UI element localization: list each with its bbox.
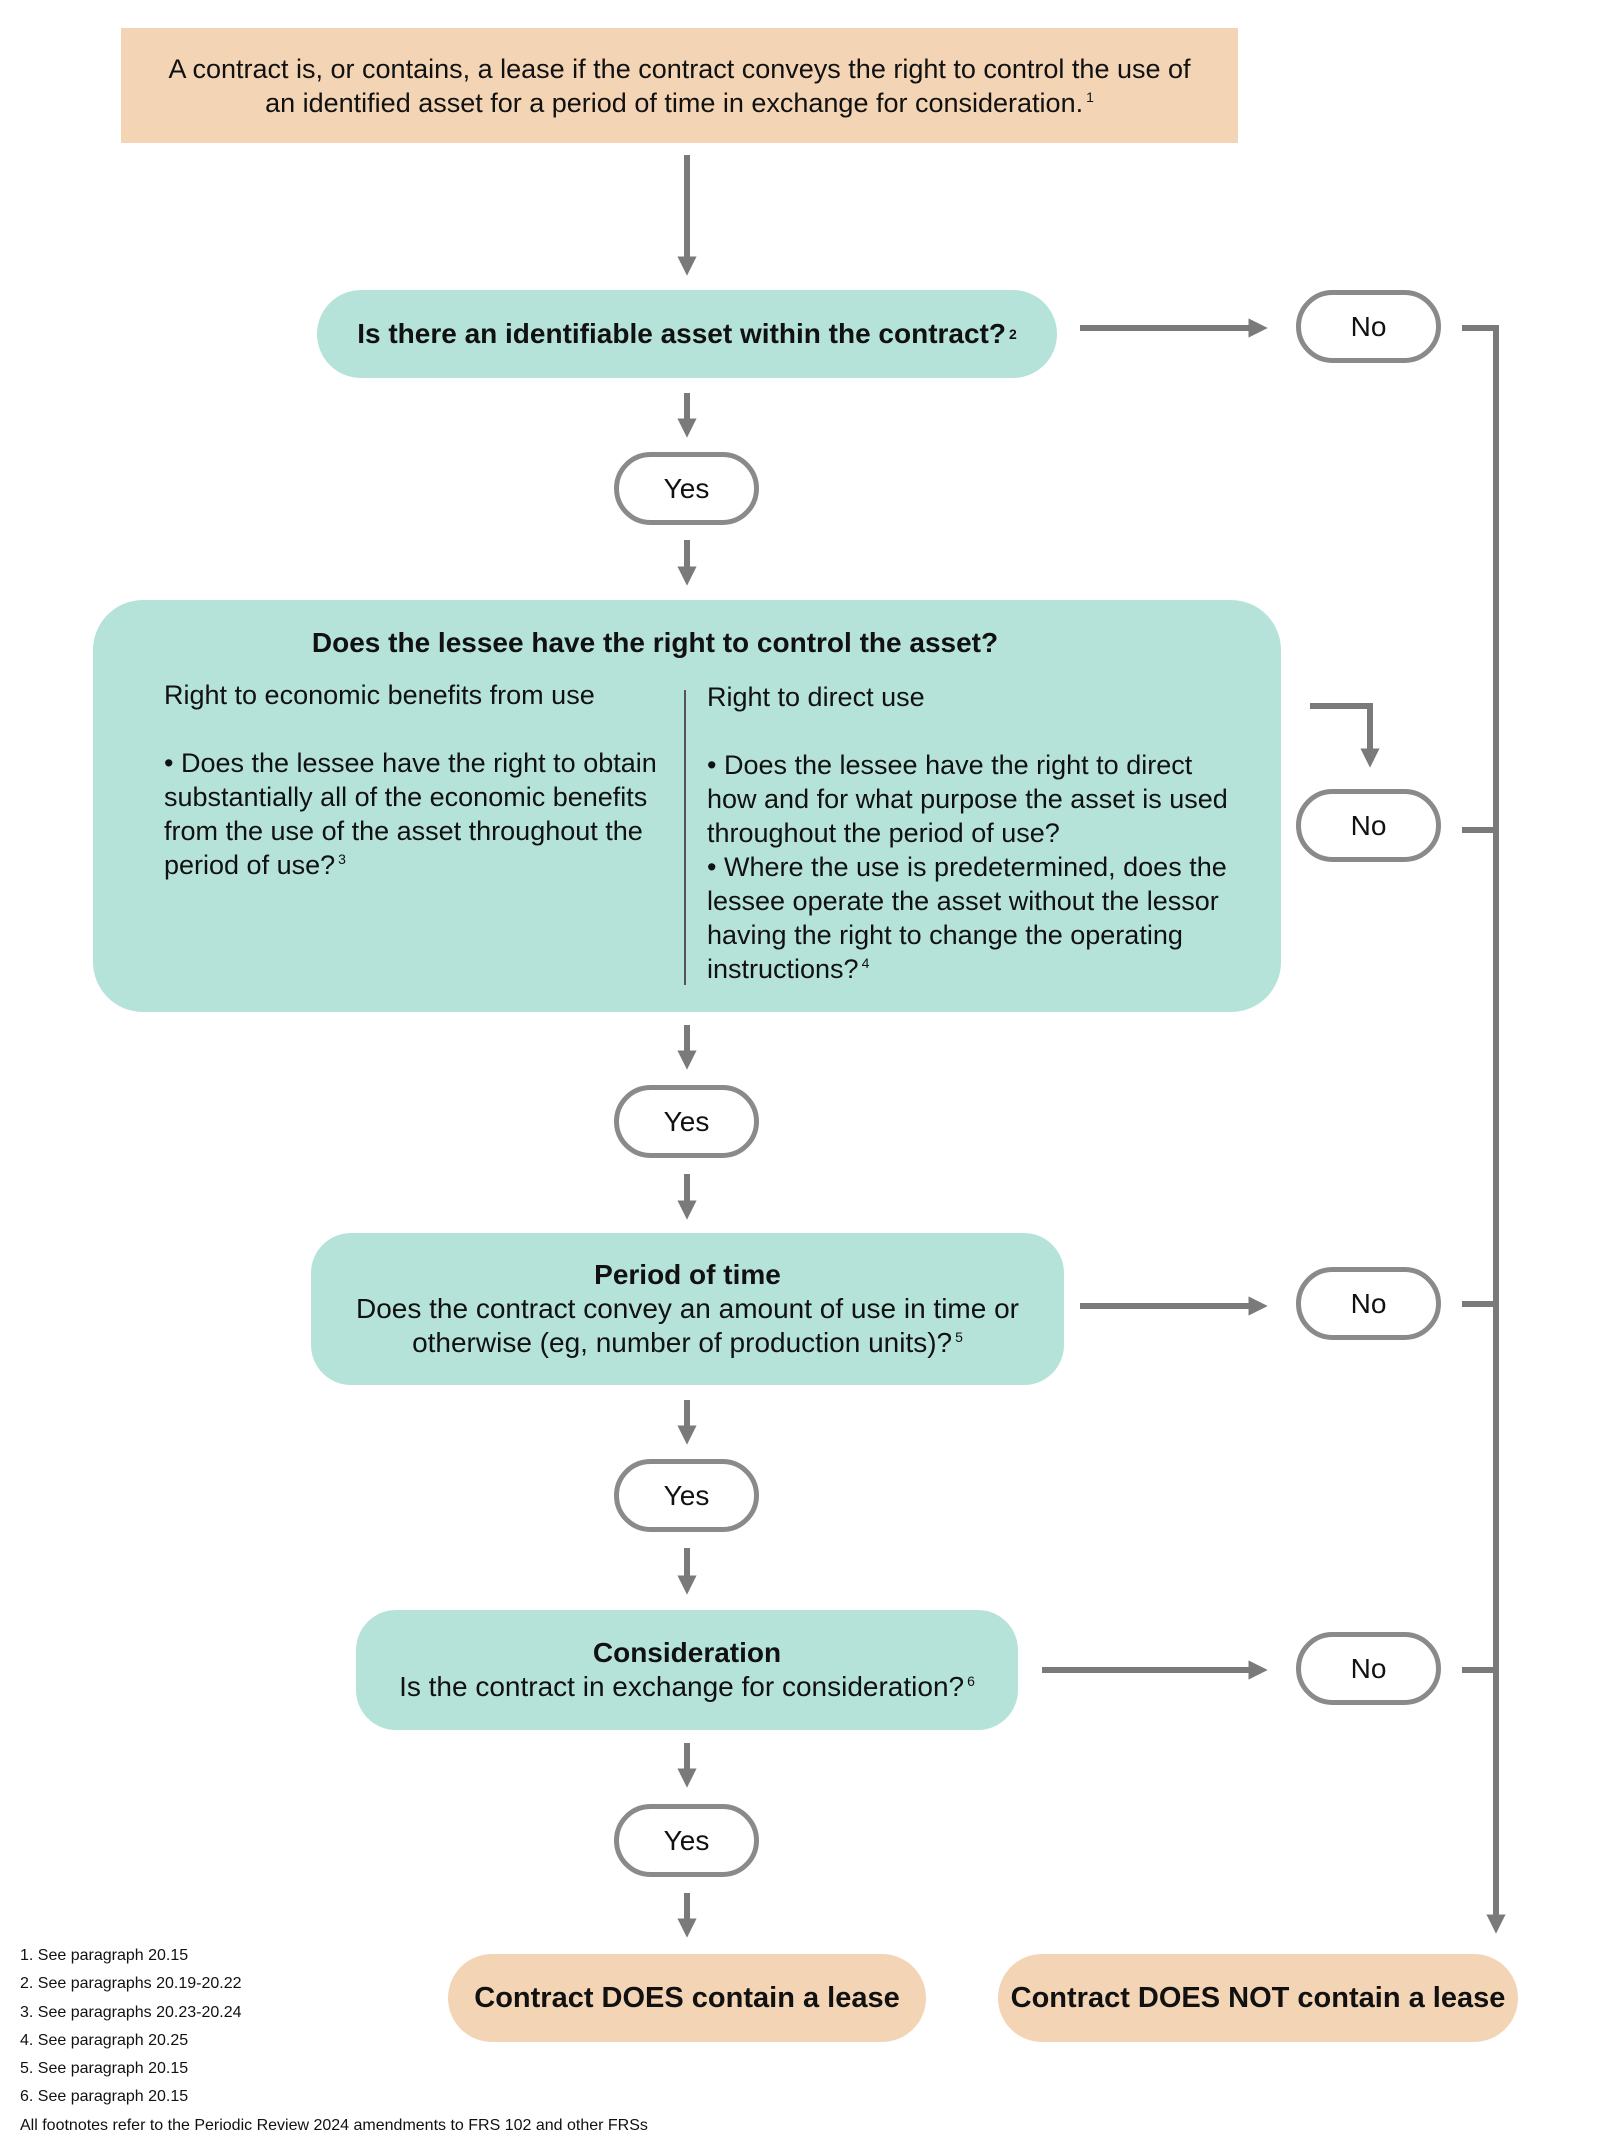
economic-benefits-heading: Right to economic benefits from use <box>164 680 595 710</box>
footnote-item: 4. See paragraph 20.25 <box>20 2031 189 2049</box>
no-pill-control: No <box>1296 789 1441 862</box>
arrow-control-to-no <box>1310 703 1380 768</box>
footnote-ref: 3 <box>338 851 346 867</box>
footnote-ref: 1 <box>1086 88 1094 105</box>
economic-benefits-column: Right to economic benefits from use • Do… <box>164 678 664 882</box>
consideration-title: Consideration <box>592 1637 782 1668</box>
result-not-contains-lease: Contract DOES NOT contain a lease <box>998 1954 1518 2042</box>
no-pill-period: No <box>1296 1267 1441 1340</box>
yes-pill-identified-asset: Yes <box>614 452 759 525</box>
no-label: No <box>1350 1287 1387 1319</box>
footnote-item: 2. See paragraphs 20.19-20.22 <box>20 1975 242 1993</box>
column-divider <box>684 690 686 985</box>
footnotes: 1. See paragraph 20.15 2. See paragraphs… <box>20 1942 720 2140</box>
no-label: No <box>1350 310 1387 342</box>
consideration-question: Is the contract in exchange for consider… <box>399 1671 965 1702</box>
footnote-item: 5. See paragraph 20.15 <box>20 2060 189 2078</box>
yes-label: Yes <box>663 1105 710 1137</box>
identified-asset-question: Is there an identifiable asset within th… <box>357 318 1006 349</box>
direct-use-heading: Right to direct use <box>707 682 925 712</box>
no-pill-consideration: No <box>1296 1632 1441 1705</box>
yes-label: Yes <box>663 1479 710 1511</box>
no-pill-identified-asset: No <box>1296 290 1441 363</box>
footnote-item: 6. See paragraph 20.15 <box>20 2088 189 2106</box>
intro-box: A contract is, or contains, a lease if t… <box>121 28 1238 143</box>
footnote-item: 1. See paragraph 20.15 <box>20 1947 189 1964</box>
no-label: No <box>1350 809 1387 841</box>
footnote-item: 3. See paragraphs 20.23-20.24 <box>20 2003 242 2021</box>
direct-use-question-1: • Does the lessee have the right to dire… <box>707 750 1228 848</box>
economic-benefits-question: • Does the lessee have the right to obta… <box>164 748 657 880</box>
result-contains-lease: Contract DOES contain a lease <box>448 1954 926 2042</box>
direct-use-question-2: • Where the use is predetermined, does t… <box>707 852 1227 984</box>
period-title: Period of time <box>594 1259 781 1290</box>
control-question-box <box>93 600 1281 1012</box>
footnote-ref: 6 <box>967 1672 975 1689</box>
yes-pill-consideration: Yes <box>614 1804 759 1877</box>
yes-label: Yes <box>663 1824 710 1856</box>
period-question: Does the contract convey an amount of us… <box>355 1293 1020 1358</box>
footnote-note: All footnotes refer to the Periodic Revi… <box>20 2116 648 2134</box>
yes-pill-period: Yes <box>614 1459 759 1532</box>
yes-pill-control: Yes <box>614 1085 759 1158</box>
control-title: Does the lessee have the right to contro… <box>311 627 999 658</box>
yes-label: Yes <box>663 472 710 504</box>
footnote-ref: 5 <box>955 1328 963 1345</box>
identified-asset-question-box: Is there an identifiable asset within th… <box>317 290 1057 378</box>
intro-text: A contract is, or contains, a lease if t… <box>168 53 1191 118</box>
footnote-ref: 4 <box>861 955 870 971</box>
direct-use-column: Right to direct use • Does the lessee ha… <box>707 680 1247 986</box>
period-question-box: Period of time Does the contract convey … <box>311 1233 1064 1385</box>
consideration-question-box: Consideration Is the contract in exchang… <box>356 1610 1018 1730</box>
no-label: No <box>1350 1652 1387 1684</box>
